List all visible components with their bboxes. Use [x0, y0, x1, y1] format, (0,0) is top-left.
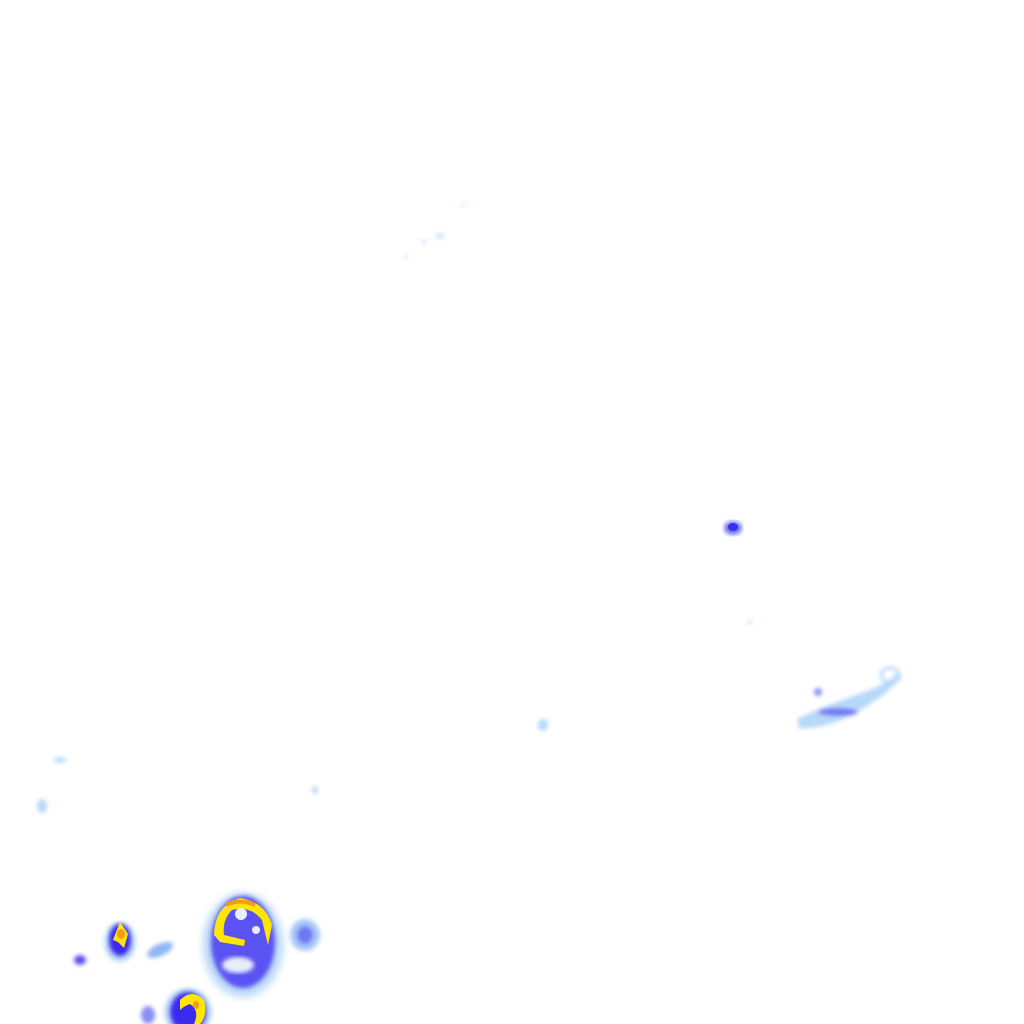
cell-east-small: [724, 521, 742, 535]
storm-cell-large: [203, 893, 283, 997]
storm-cell-south: [164, 988, 212, 1024]
band-southeast: [798, 666, 902, 729]
storm-cell-west: [104, 922, 136, 962]
light-cells-west: [74, 919, 320, 1024]
light-echoes-scattered: [37, 620, 752, 813]
light-echoes-north: [404, 203, 465, 259]
